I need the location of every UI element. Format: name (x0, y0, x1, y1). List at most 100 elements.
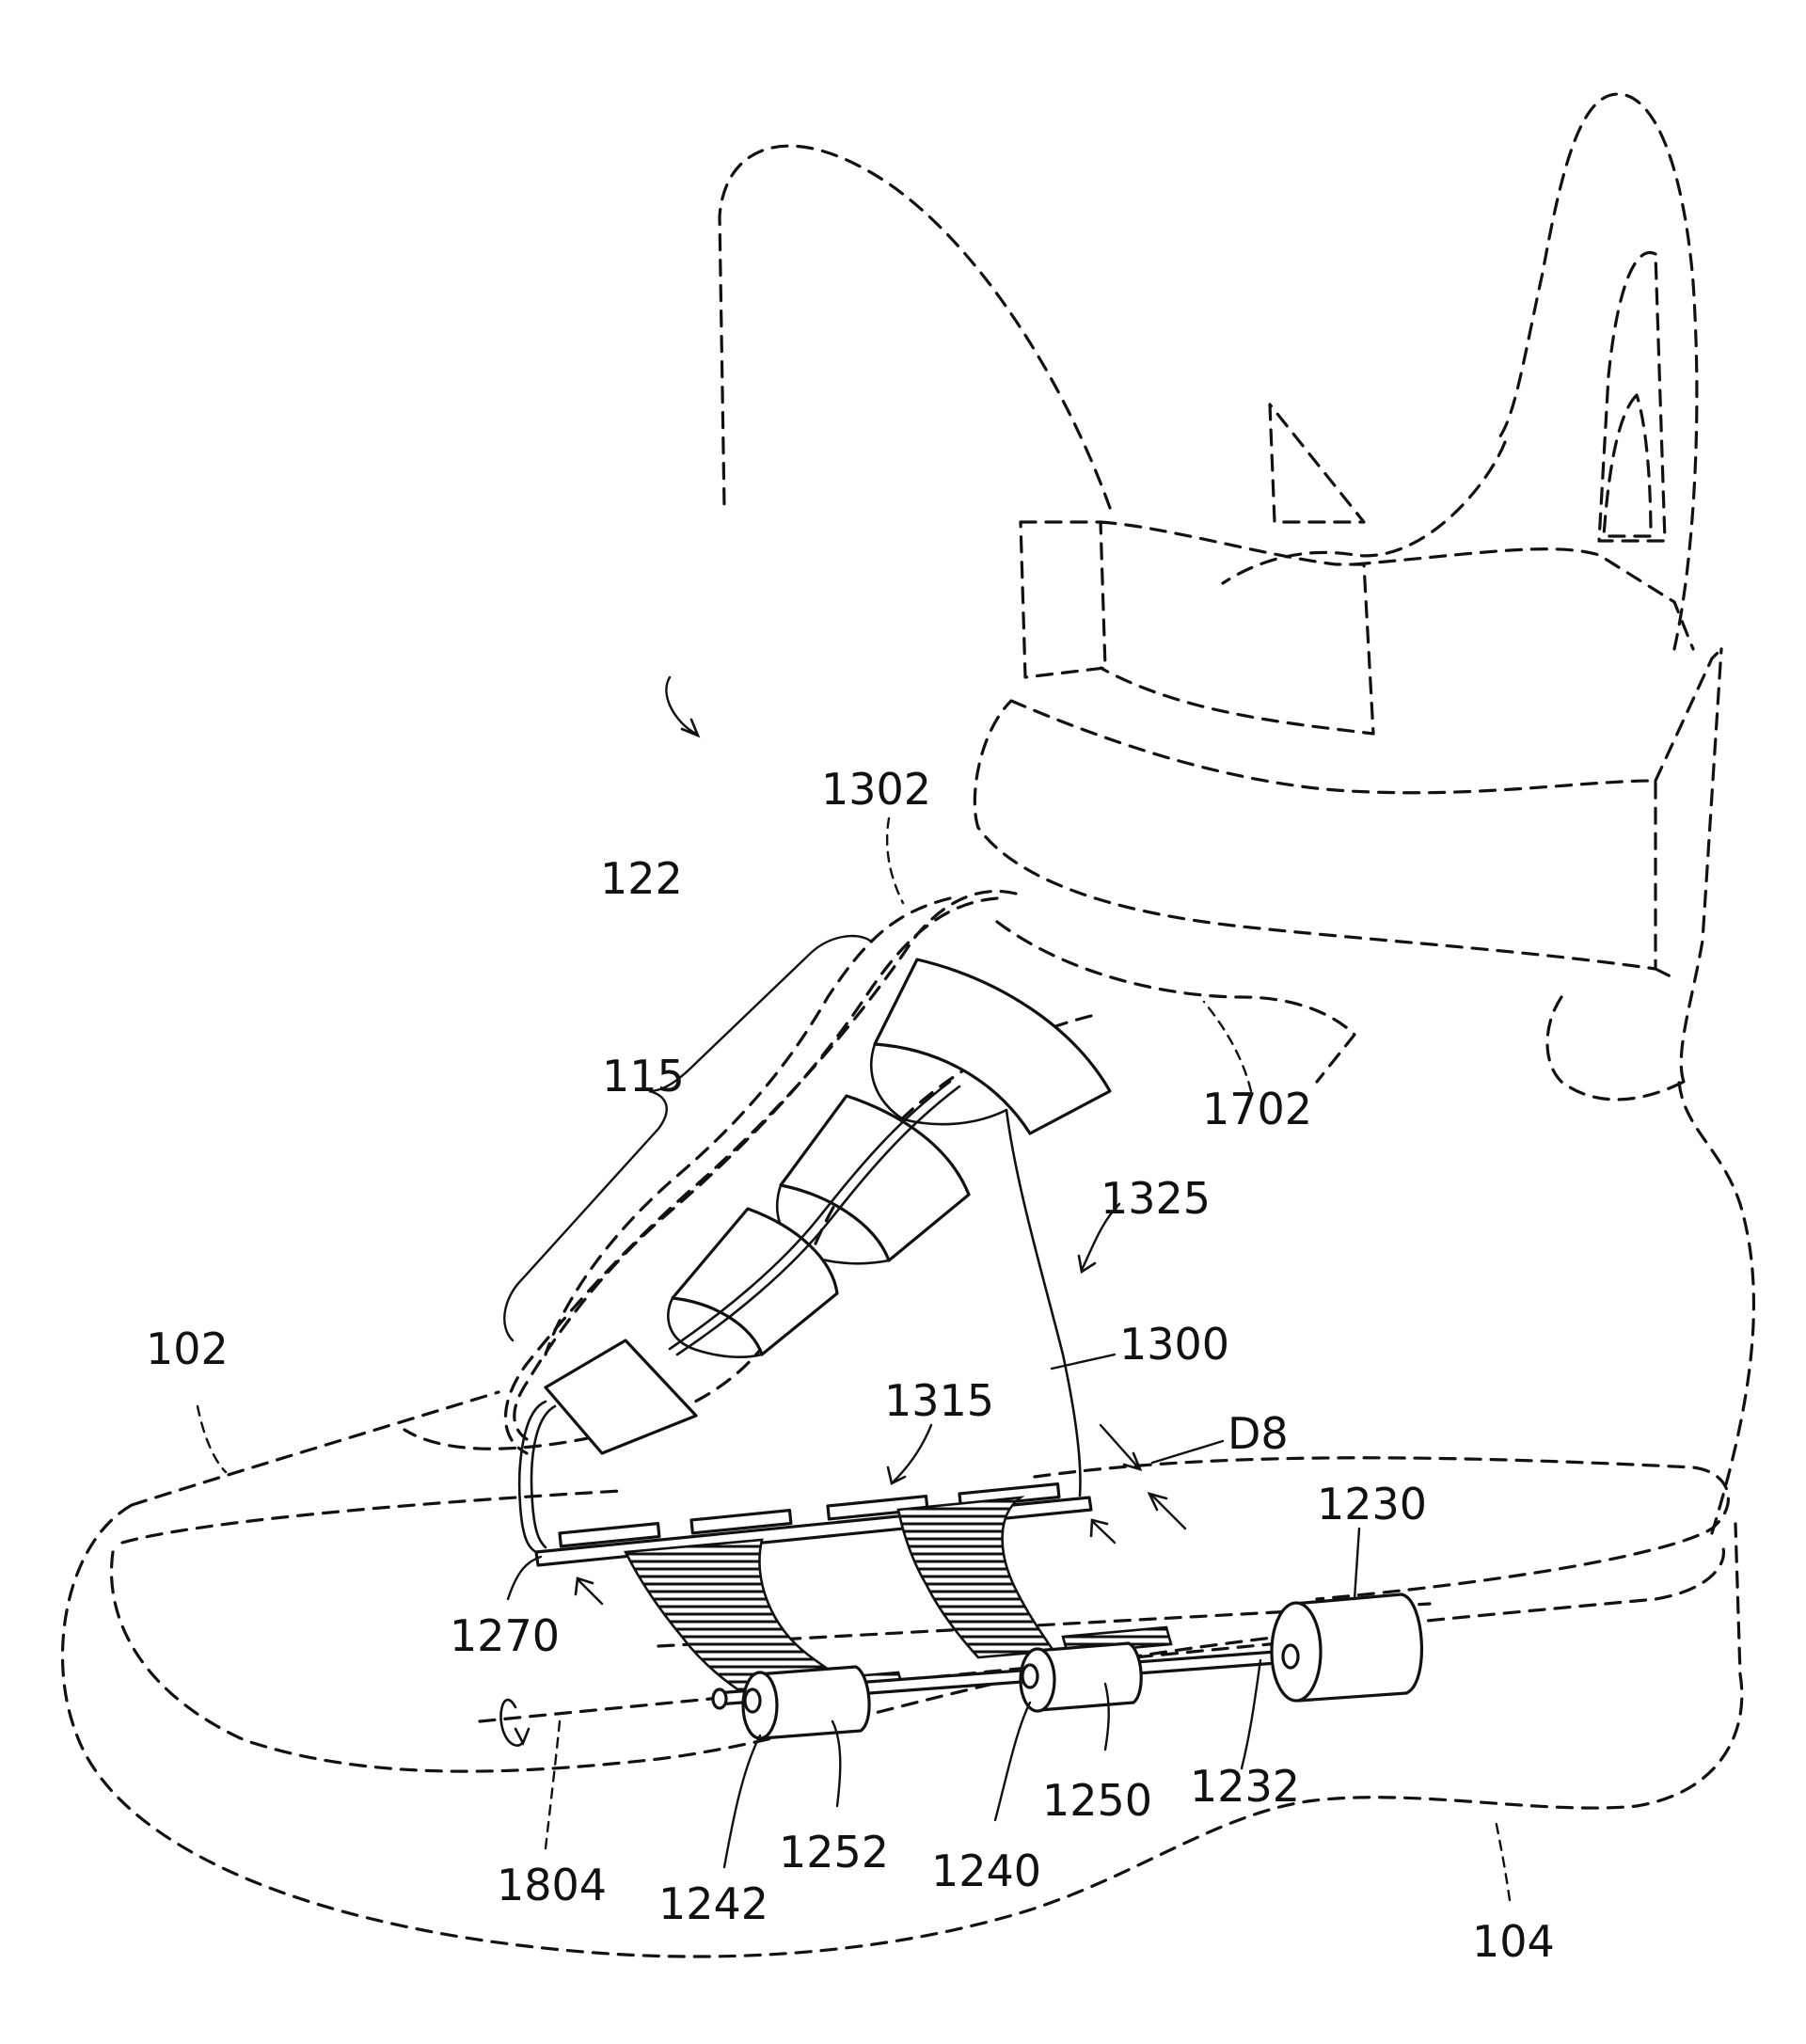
lace-opening-inner (544, 896, 952, 1356)
triangle-cutout-c (1602, 393, 1653, 538)
leader-1804 (544, 1719, 562, 1850)
label-1250: 1250 (1042, 1775, 1152, 1826)
velcro-strap (973, 699, 1657, 971)
upper-front-panel (718, 144, 1112, 510)
arrow-1315-bar (1091, 1520, 1117, 1545)
lace-segment-3-curl (667, 1296, 764, 1359)
leader-1232 (1240, 1658, 1262, 1770)
lace-segments (544, 958, 1112, 1455)
lace-segment-2 (779, 1094, 971, 1262)
triangle-cutout-b (1597, 250, 1667, 543)
heel-tab (1494, 92, 1699, 651)
d8-arrowhead-2 (1147, 1491, 1168, 1512)
ankle-collar (1679, 647, 1723, 1084)
leader-1315 (892, 1423, 933, 1483)
arrow-1270 (577, 1578, 604, 1606)
bracket-115 (503, 934, 872, 1342)
leader-102 (196, 1404, 228, 1474)
label-122: 122 (600, 853, 683, 904)
leader-1250 (1103, 1682, 1110, 1751)
leader-104 (1494, 1818, 1512, 1902)
leader-1230 (1353, 1527, 1361, 1601)
spool-1242-hub (743, 1687, 762, 1714)
lace-segment-top (873, 958, 1112, 1135)
upper-notch (1221, 440, 1507, 585)
reference-labels: 1302 122 115 1702 1325 1300 102 1315 D8 … (146, 764, 1555, 1967)
leader-1302 (885, 816, 905, 905)
toe-vamp (130, 1390, 500, 1507)
label-1302: 1302 (821, 764, 931, 815)
label-1315: 1315 (884, 1375, 994, 1426)
label-1242: 1242 (658, 1878, 768, 1929)
leader-1252 (831, 1719, 842, 1808)
d8-leader (1150, 1439, 1225, 1465)
upper-strap-back (1353, 547, 1695, 651)
bar-pad-2 (689, 1508, 793, 1535)
label-115: 115 (602, 1051, 685, 1101)
spool-assembly (711, 1592, 1423, 1740)
motor-shaft-collar (1281, 1643, 1300, 1670)
rotation-arrow-head (514, 1727, 531, 1747)
leader-1300 (1050, 1353, 1117, 1371)
label-102: 102 (146, 1323, 229, 1374)
d8-arrow-top (1099, 1423, 1140, 1469)
shoe-outline (60, 92, 1756, 1958)
leader-lines (196, 675, 1512, 1902)
label-1240: 1240 (931, 1846, 1041, 1896)
heel-back (1677, 1080, 1756, 1535)
pointer-arrows (574, 1518, 1117, 1606)
upper-strap (1019, 520, 1375, 736)
d8-arrowhead-1 (1122, 1451, 1143, 1472)
lace-cable (517, 1108, 1082, 1554)
arrow-1315-bar-head (1089, 1518, 1109, 1538)
lace-cable-right (1005, 1108, 1082, 1497)
rotation-arrow (499, 1698, 531, 1747)
lace-segment-top-curl (870, 1042, 1008, 1126)
leader-122 (665, 675, 698, 736)
label-104: 104 (1472, 1916, 1555, 1967)
lace-inner-edge (675, 1085, 961, 1356)
label-1804: 1804 (497, 1860, 607, 1910)
leader-122-head (680, 718, 701, 738)
label-1232: 1232 (1190, 1761, 1300, 1812)
motor-body (1291, 1592, 1423, 1703)
triangle-cutout-a (1268, 403, 1366, 524)
guide-channel (513, 896, 999, 1441)
lace-cable-left-2 (530, 1404, 557, 1549)
spool-1240-hub (1021, 1663, 1039, 1689)
label-1300: 1300 (1119, 1319, 1229, 1370)
tongue-opening (995, 920, 1686, 1101)
label-1325: 1325 (1101, 1173, 1211, 1224)
rotation-arrow-curve (499, 1698, 525, 1747)
leader-1315-head (886, 1466, 907, 1485)
lace-inner-edge-2 (668, 1080, 952, 1351)
lace-segment-3 (671, 1207, 839, 1356)
label-1270: 1270 (450, 1610, 560, 1661)
label-1252: 1252 (779, 1827, 889, 1878)
label-1230: 1230 (1317, 1479, 1427, 1529)
label-1702: 1702 (1202, 1084, 1312, 1134)
leader-1702 (1202, 1000, 1253, 1093)
bar-pad-1 (558, 1521, 661, 1548)
guide-channel-outer (503, 889, 1018, 1455)
leader-1325-head (1077, 1254, 1097, 1275)
straps (623, 1496, 1173, 1700)
bar-pad-3 (826, 1494, 929, 1521)
velcro-strap-inner (1654, 647, 1723, 980)
lace-segment-bottom (544, 1339, 698, 1455)
shaft-end (711, 1687, 728, 1710)
leader-1240 (993, 1701, 1032, 1822)
leader-1242 (722, 1734, 762, 1869)
dimension-d8 (1099, 1423, 1225, 1530)
leader-1270 (506, 1555, 543, 1601)
sole-inner-edge (109, 1541, 1726, 1773)
arrow-1270-head (574, 1577, 594, 1596)
spool-1242 (755, 1665, 871, 1740)
sole-outline (60, 1503, 1744, 1958)
bar-assembly (534, 1482, 1093, 1567)
d8-arrow-bottom (1150, 1494, 1187, 1530)
lace-cable-left (517, 1400, 547, 1554)
spool-1240 (1033, 1641, 1143, 1712)
footbed-opening (120, 1456, 1730, 1601)
